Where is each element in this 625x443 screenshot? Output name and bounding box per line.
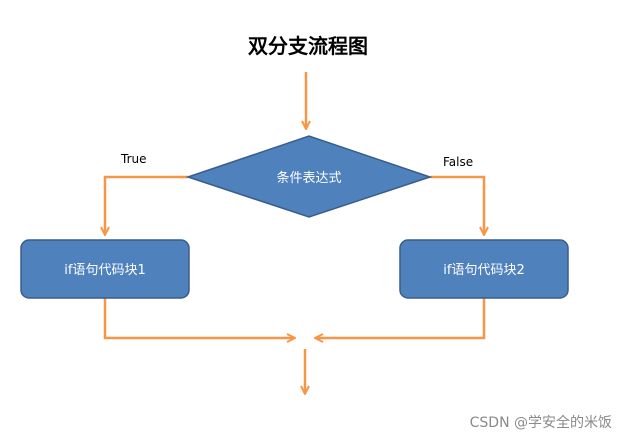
connectors bbox=[105, 72, 484, 393]
diagram-title: 双分支流程图 bbox=[248, 34, 368, 58]
arrow-true-branch bbox=[105, 175, 188, 234]
if-block-1-node: if语句代码块1 bbox=[20, 239, 190, 299]
true-branch-label: True bbox=[120, 152, 147, 166]
if-block-2-box bbox=[399, 239, 569, 299]
if-block-1-label: if语句代码块1 bbox=[64, 263, 145, 278]
condition-label: 条件表达式 bbox=[276, 170, 341, 186]
arrow-false-branch bbox=[430, 175, 484, 234]
if-block-1-box bbox=[20, 239, 190, 299]
arrow-merge-right bbox=[316, 298, 486, 338]
watermark-text: CSDN @学安全的米饭 bbox=[470, 414, 612, 431]
if-block-2-node: if语句代码块2 bbox=[399, 239, 569, 299]
false-branch-label: False bbox=[443, 155, 473, 169]
if-block-2-label: if语句代码块2 bbox=[443, 263, 524, 278]
condition-node: 条件表达式 bbox=[185, 135, 433, 218]
condition-diamond bbox=[185, 135, 433, 218]
arrow-merge-left bbox=[103, 298, 294, 338]
